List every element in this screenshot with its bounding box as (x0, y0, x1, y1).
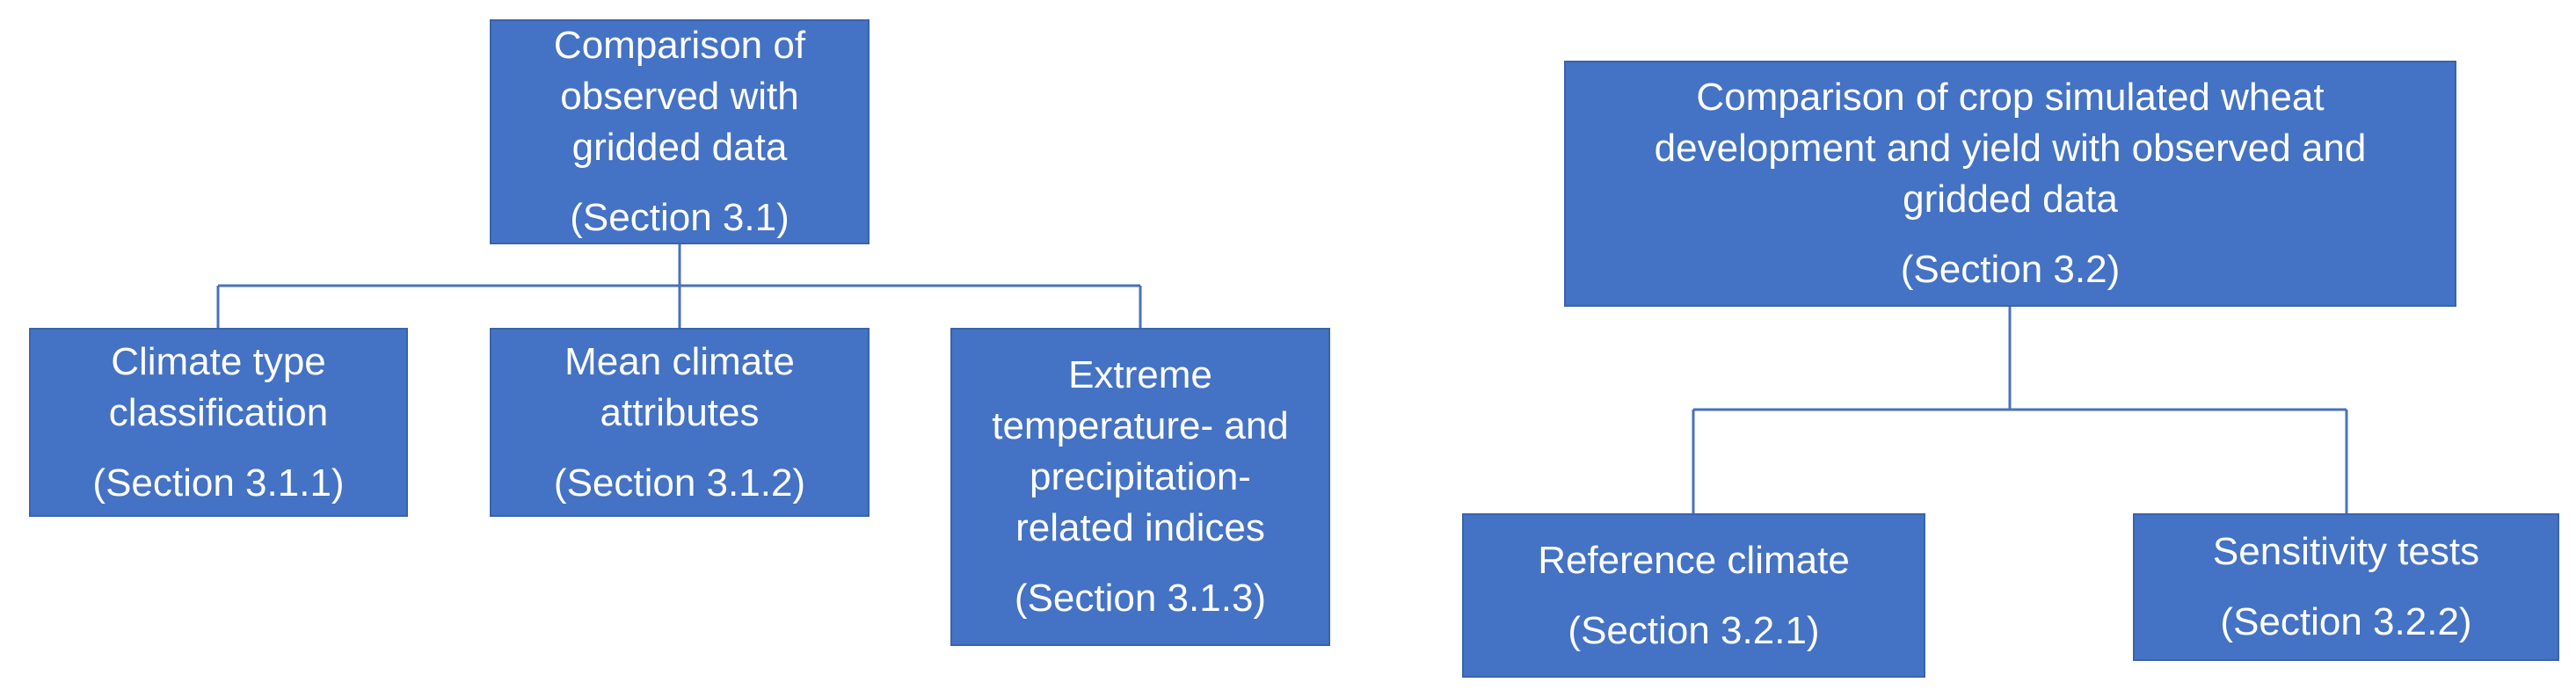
node-sensitivity-tests: Sensitivity tests (Section 3.2.2) (2133, 513, 2559, 661)
node-title: Extreme temperature- and precipitation- … (992, 353, 1289, 549)
node-title: Comparison of crop simulated wheat devel… (1654, 76, 2367, 221)
node-section-label: (Section 3.1.2) (553, 461, 806, 505)
node-reference-climate: Reference climate (Section 3.2.1) (1462, 513, 1925, 678)
node-mean-climate-attributes: Mean climate attributes (Section 3.1.2) (490, 328, 870, 517)
node-comparison-crop-simulated: Comparison of crop simulated wheat devel… (1564, 61, 2456, 307)
node-section-label: (Section 3.2.2) (2220, 600, 2472, 643)
node-section-label: (Section 3.1.3) (1014, 577, 1267, 620)
node-section-label: (Section 3.2.1) (1568, 608, 1820, 652)
node-section-label: (Section 3.1) (570, 196, 790, 239)
node-title: Climate type classification (108, 339, 329, 434)
node-title: Mean climate attributes (564, 339, 795, 434)
node-title: Comparison of observed with gridded data (553, 24, 806, 169)
node-comparison-observed-gridded: Comparison of observed with gridded data… (490, 19, 870, 244)
node-title: Sensitivity tests (2212, 530, 2480, 573)
node-title: Reference climate (1538, 538, 1850, 582)
node-climate-type-classification: Climate type classification (Section 3.1… (29, 328, 408, 517)
node-extreme-indices: Extreme temperature- and precipitation- … (950, 328, 1330, 646)
node-section-label: (Section 3.2) (1900, 248, 2121, 291)
node-section-label: (Section 3.1.1) (92, 461, 345, 505)
